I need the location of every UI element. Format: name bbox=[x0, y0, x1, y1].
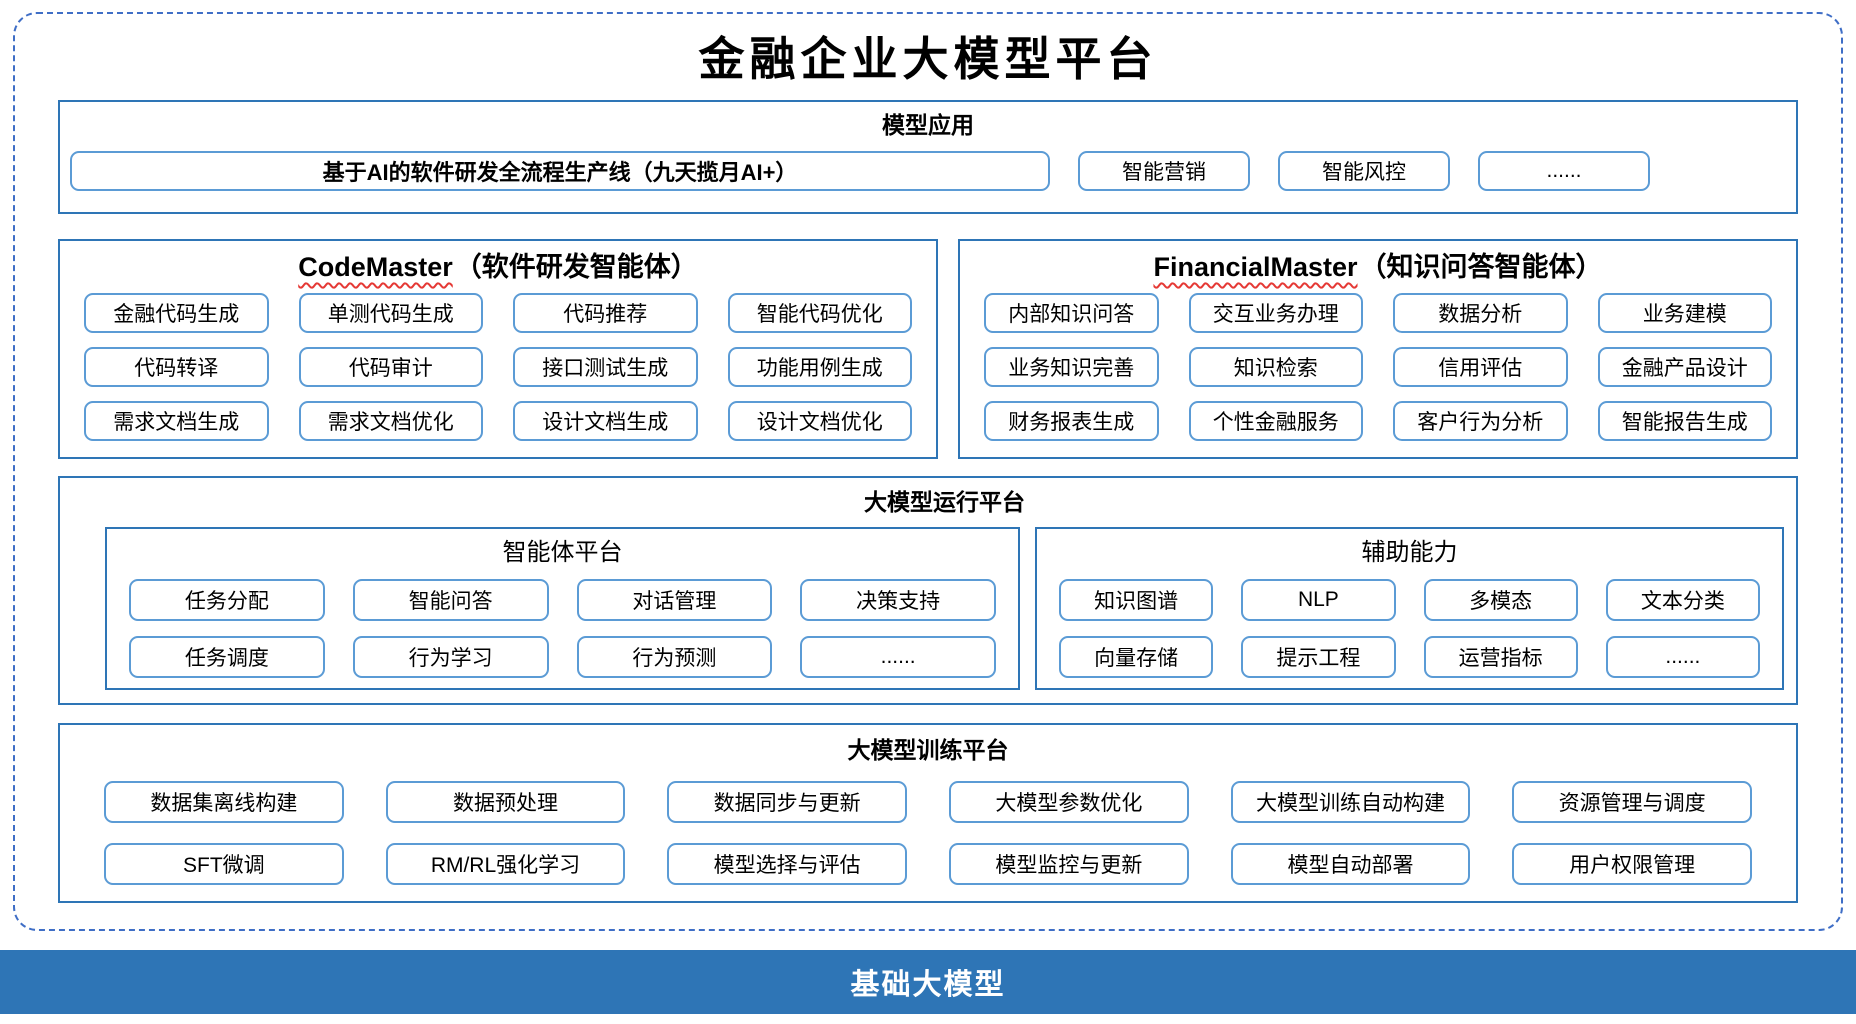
training-platform-section: 大模型训练平台 数据集离线构建 数据预处理 数据同步与更新 大模型参数优化 大模… bbox=[58, 723, 1798, 903]
financialmaster-item: 数据分析 bbox=[1393, 293, 1568, 333]
codemaster-item: 功能用例生成 bbox=[727, 347, 912, 387]
aux-capability-item: 提示工程 bbox=[1241, 636, 1396, 678]
financialmaster-item: 交互业务办理 bbox=[1188, 293, 1363, 333]
codemaster-panel: CodeMaster（软件研发智能体） 金融代码生成 单测代码生成 代码推荐 智… bbox=[58, 239, 938, 459]
aux-capability-panel: 辅助能力 知识图谱 NLP 多模态 文本分类 向量存储 提示工程 运营指标 ..… bbox=[1035, 527, 1784, 690]
codemaster-item: 需求文档优化 bbox=[298, 401, 483, 441]
aux-capability-item-ellipsis: ...... bbox=[1605, 636, 1760, 678]
financialmaster-title: FinancialMaster（知识问答智能体） bbox=[984, 247, 1772, 287]
financialmaster-item: 个性金融服务 bbox=[1188, 401, 1363, 441]
training-item: 用户权限管理 bbox=[1512, 843, 1752, 885]
financialmaster-subtitle: （知识问答智能体） bbox=[1359, 252, 1603, 282]
codemaster-item: 设计文档生成 bbox=[513, 401, 698, 441]
base-model-bar: 基础大模型 bbox=[0, 950, 1856, 1014]
model-apps-item: 智能风控 bbox=[1278, 151, 1450, 191]
training-grid: 数据集离线构建 数据预处理 数据同步与更新 大模型参数优化 大模型训练自动构建 … bbox=[104, 781, 1752, 885]
codemaster-grid: 金融代码生成 单测代码生成 代码推荐 智能代码优化 代码转译 代码审计 接口测试… bbox=[84, 293, 912, 441]
financialmaster-item: 内部知识问答 bbox=[984, 293, 1159, 333]
runtime-platform-section: 大模型运行平台 智能体平台 任务分配 智能问答 对话管理 决策支持 任务调度 行… bbox=[58, 476, 1798, 705]
aux-capability-item: NLP bbox=[1241, 579, 1396, 621]
agent-platform-item: 任务分配 bbox=[129, 579, 325, 621]
aux-capability-item: 向量存储 bbox=[1059, 636, 1214, 678]
codemaster-item: 智能代码优化 bbox=[727, 293, 912, 333]
codemaster-item: 代码推荐 bbox=[513, 293, 698, 333]
aux-capability-item: 多模态 bbox=[1423, 579, 1578, 621]
financialmaster-item: 业务知识完善 bbox=[984, 347, 1159, 387]
aux-capability-item: 运营指标 bbox=[1423, 636, 1578, 678]
aux-capability-item: 文本分类 bbox=[1605, 579, 1760, 621]
training-item: 数据集离线构建 bbox=[104, 781, 344, 823]
codemaster-item: 代码审计 bbox=[298, 347, 483, 387]
model-apps-row: 基于AI的软件研发全流程生产线（九天揽月AI+） 智能营销 智能风控 .....… bbox=[70, 151, 1786, 191]
training-item: 模型选择与评估 bbox=[667, 843, 907, 885]
financialmaster-item: 客户行为分析 bbox=[1393, 401, 1568, 441]
codemaster-subtitle: （软件研发智能体） bbox=[454, 252, 698, 282]
financialmaster-item: 业务建模 bbox=[1597, 293, 1772, 333]
model-apps-item: 智能营销 bbox=[1078, 151, 1250, 191]
codemaster-item: 设计文档优化 bbox=[727, 401, 912, 441]
agent-platform-item: 决策支持 bbox=[800, 579, 996, 621]
training-item: SFT微调 bbox=[104, 843, 344, 885]
runtime-panels: 智能体平台 任务分配 智能问答 对话管理 决策支持 任务调度 行为学习 行为预测… bbox=[105, 527, 1784, 690]
agent-platform-item: 行为预测 bbox=[576, 636, 773, 678]
training-item: 数据同步与更新 bbox=[667, 781, 907, 823]
financialmaster-item: 财务报表生成 bbox=[984, 401, 1159, 441]
codemaster-item: 代码转译 bbox=[84, 347, 269, 387]
model-apps-section: 模型应用 基于AI的软件研发全流程生产线（九天揽月AI+） 智能营销 智能风控 … bbox=[58, 100, 1798, 214]
agent-platform-item: 智能问答 bbox=[352, 579, 549, 621]
aux-capability-title: 辅助能力 bbox=[1361, 539, 1458, 566]
codemaster-title: CodeMaster（软件研发智能体） bbox=[84, 247, 912, 287]
training-item: 模型自动部署 bbox=[1230, 843, 1471, 885]
aux-capability-grid: 知识图谱 NLP 多模态 文本分类 向量存储 提示工程 运营指标 ...... bbox=[1059, 579, 1760, 678]
financialmaster-item: 智能报告生成 bbox=[1597, 401, 1772, 441]
model-apps-item-ellipsis: ...... bbox=[1478, 151, 1650, 191]
pipeline-box: 基于AI的软件研发全流程生产线（九天揽月AI+） bbox=[70, 151, 1050, 191]
codemaster-item: 单测代码生成 bbox=[298, 293, 483, 333]
codemaster-name: CodeMaster bbox=[298, 252, 453, 282]
platform-diagram-frame: 金融企业大模型平台 模型应用 基于AI的软件研发全流程生产线（九天揽月AI+） … bbox=[13, 12, 1843, 931]
training-item: 模型监控与更新 bbox=[949, 843, 1189, 885]
training-item: 资源管理与调度 bbox=[1512, 781, 1752, 823]
training-item: 数据预处理 bbox=[385, 781, 626, 823]
runtime-platform-title: 大模型运行平台 bbox=[864, 489, 1025, 515]
financialmaster-panel: FinancialMaster（知识问答智能体） 内部知识问答 交互业务办理 数… bbox=[958, 239, 1798, 459]
agent-platform-item-ellipsis: ...... bbox=[800, 636, 996, 678]
training-platform-title: 大模型训练平台 bbox=[847, 737, 1009, 763]
aux-capability-item: 知识图谱 bbox=[1059, 579, 1214, 621]
financialmaster-grid: 内部知识问答 交互业务办理 数据分析 业务建模 业务知识完善 知识检索 信用评估… bbox=[984, 293, 1772, 441]
training-item: 大模型训练自动构建 bbox=[1230, 781, 1471, 823]
agent-platform-item: 对话管理 bbox=[576, 579, 773, 621]
training-item: 大模型参数优化 bbox=[949, 781, 1189, 823]
agent-platform-panel: 智能体平台 任务分配 智能问答 对话管理 决策支持 任务调度 行为学习 行为预测… bbox=[105, 527, 1020, 690]
agents-row: CodeMaster（软件研发智能体） 金融代码生成 单测代码生成 代码推荐 智… bbox=[58, 239, 1798, 459]
agent-platform-title: 智能体平台 bbox=[502, 539, 623, 566]
agent-platform-item: 行为学习 bbox=[352, 636, 549, 678]
financialmaster-item: 信用评估 bbox=[1393, 347, 1568, 387]
agent-platform-grid: 任务分配 智能问答 对话管理 决策支持 任务调度 行为学习 行为预测 .....… bbox=[129, 579, 996, 678]
codemaster-item: 金融代码生成 bbox=[84, 293, 269, 333]
codemaster-item: 接口测试生成 bbox=[513, 347, 698, 387]
agent-platform-item: 任务调度 bbox=[129, 636, 325, 678]
financialmaster-name: FinancialMaster bbox=[1153, 252, 1358, 282]
codemaster-item: 需求文档生成 bbox=[84, 401, 269, 441]
training-item: RM/RL强化学习 bbox=[385, 843, 626, 885]
model-apps-title: 模型应用 bbox=[882, 112, 974, 138]
financialmaster-item: 知识检索 bbox=[1188, 347, 1363, 387]
financialmaster-item: 金融产品设计 bbox=[1597, 347, 1772, 387]
page-title: 金融企业大模型平台 bbox=[698, 32, 1158, 86]
base-model-label: 基础大模型 bbox=[850, 969, 1006, 1001]
